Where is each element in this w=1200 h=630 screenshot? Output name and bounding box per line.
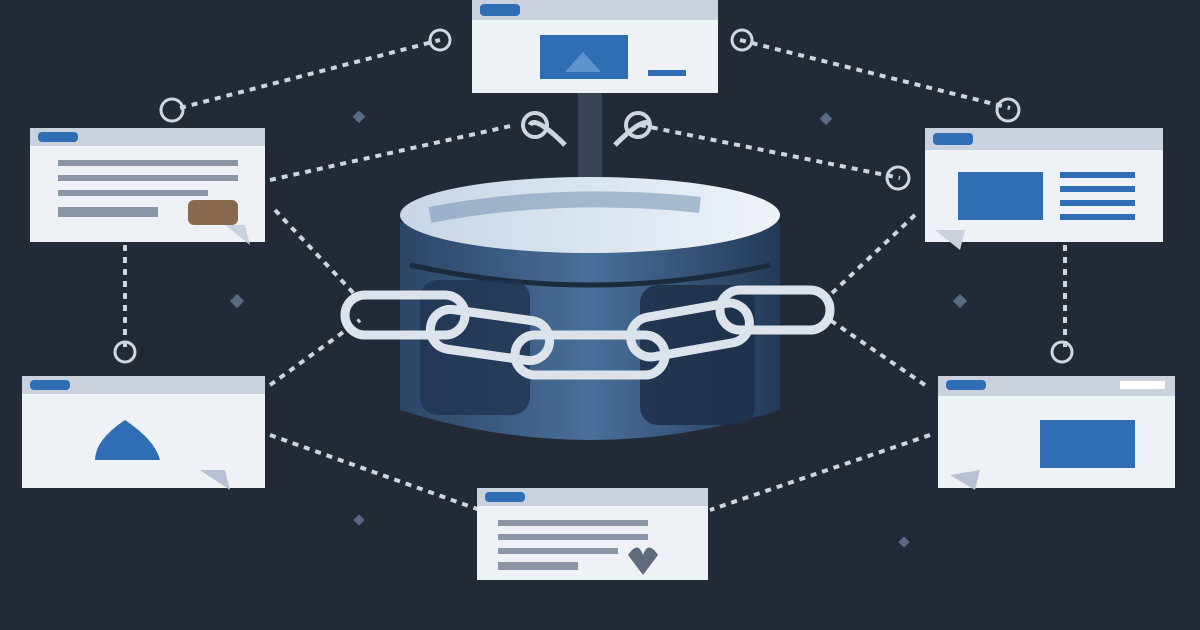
browser-window-top-left: [30, 128, 265, 245]
browser-window-top-right: [925, 128, 1163, 250]
browser-window-bottom-left: [22, 376, 265, 490]
chain-icon: [340, 285, 835, 380]
browser-window-bottom: [477, 488, 708, 580]
comment-icon: [188, 200, 238, 225]
text-lines-icon: [1060, 172, 1135, 220]
text-lines-icon: [498, 520, 648, 570]
image-placeholder-icon: [1040, 420, 1135, 468]
browser-window-bottom-right: [938, 376, 1175, 490]
dashed-connectors: [123, 38, 1067, 512]
database-stem: [578, 92, 602, 182]
browser-window-top: [472, 0, 718, 93]
heart-icon: [628, 547, 658, 575]
connector-rings: [113, 28, 1074, 364]
image-placeholder-icon: [958, 172, 1043, 220]
image-placeholder-icon: [95, 420, 160, 460]
text-lines-icon: [58, 160, 238, 217]
